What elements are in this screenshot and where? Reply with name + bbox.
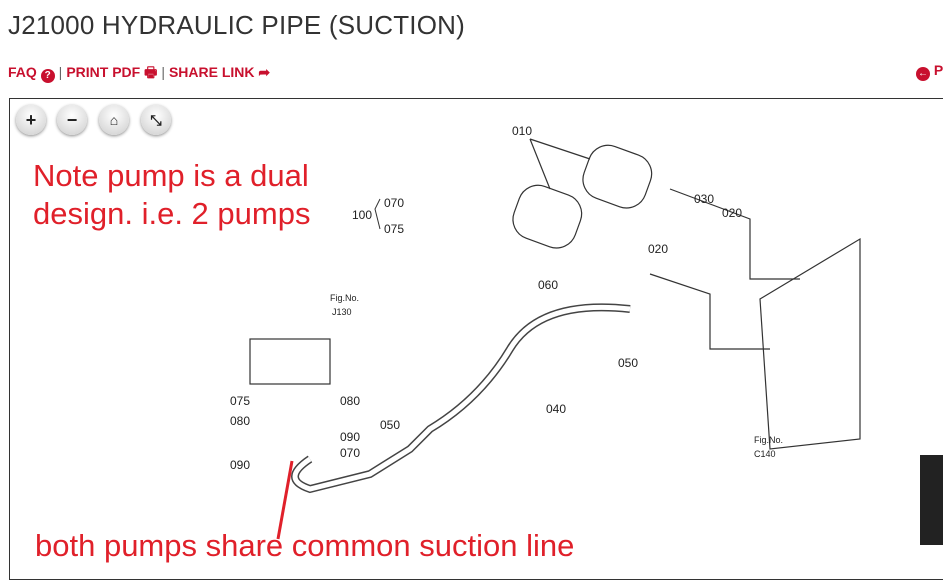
previous-label: P [933,62,943,78]
annotation-arrow [276,460,294,540]
label-075: 075 [384,222,404,236]
annotation-suction-note: both pumps share common suction line [35,528,575,563]
action-links: FAQ ?|PRINT PDF 🖶|SHARE LINK ➦ [8,62,270,86]
label-040: 040 [546,402,566,416]
label-090: 090 [230,458,250,472]
fig-ref-j130: J130 [332,307,352,317]
fig-label: Fig.No. [754,435,783,445]
divider: | [58,64,63,80]
fig-ref-c140: C140 [754,449,776,459]
label-020: 020 [648,242,668,256]
label-020: 020 [722,206,742,220]
faq-link[interactable]: FAQ ? [8,64,55,83]
label-060: 060 [538,278,558,292]
zoom-out-button[interactable]: − [57,105,87,135]
label-080: 080 [230,414,250,428]
label-100: 100 [352,208,372,222]
fullscreen-button[interactable]: ⤡ [141,105,171,135]
side-panel-edge [920,455,943,545]
print-label: PRINT PDF [66,64,141,80]
label-090: 090 [340,430,360,444]
label-030: 030 [694,192,714,206]
fig-label: Fig.No. [330,293,359,303]
share-link[interactable]: SHARE LINK ➦ [169,64,270,80]
annotation-note-line1: Note pump is a dual [33,158,309,193]
previous-link[interactable]: ← P [916,62,943,81]
home-button[interactable]: ⌂ [99,105,129,135]
divider: | [161,64,165,80]
label-050: 050 [380,418,400,432]
label-070: 070 [384,196,404,210]
share-arrow-icon: ➦ [258,64,271,80]
parts-diagram: 010 030 020 020 060 050 040 050 070 100 … [230,124,861,540]
label-070: 070 [340,446,360,460]
label-050: 050 [618,356,638,370]
zoom-in-button[interactable]: + [16,105,46,135]
label-010: 010 [512,124,532,138]
label-080: 080 [340,394,360,408]
diagram-viewer[interactable]: 010 030 020 020 060 050 040 050 070 100 … [9,98,943,580]
question-icon: ? [40,69,55,83]
label-075: 075 [230,394,250,408]
page-title: J21000 HYDRAULIC PIPE (SUCTION) [8,10,465,40]
printer-icon: 🖶 [144,64,158,80]
share-label: SHARE LINK [168,64,255,80]
faq-label: FAQ [8,64,37,80]
annotation-note-line2: design. i.e. 2 pumps [33,196,311,231]
print-pdf-link[interactable]: PRINT PDF 🖶 [66,64,157,80]
arrow-left-icon: ← [916,67,930,81]
